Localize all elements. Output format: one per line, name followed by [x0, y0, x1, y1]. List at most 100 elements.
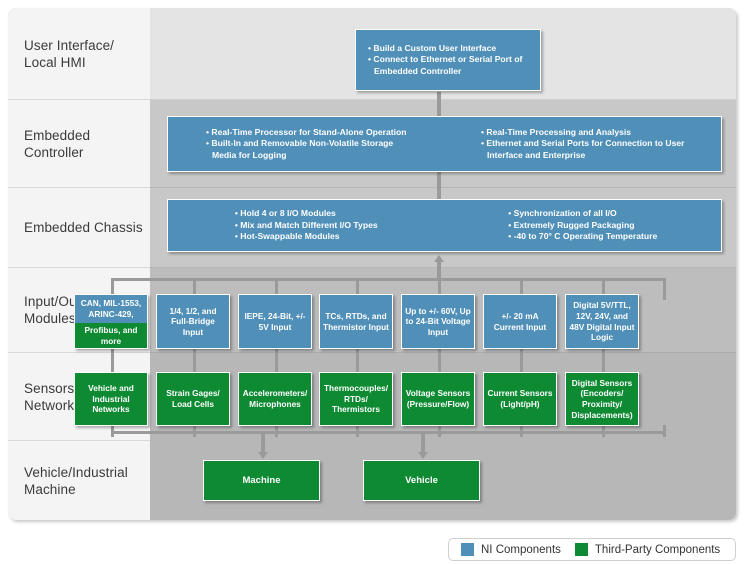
user-interface-bullet-1: Build a Custom User Interface — [368, 43, 528, 54]
sensor-strain-gages[interactable]: Strain Gages/ Load Cells — [156, 372, 230, 426]
vehicle-box-label: Vehicle — [405, 475, 438, 486]
io-module-can[interactable]: CAN, MIL-1553, ARINC-429, Profibus, and … — [74, 294, 148, 349]
legend-label-third-party: Third-Party Components — [594, 543, 721, 556]
ch-right-bullet-2: Extremely Rugged Packaging — [508, 220, 657, 231]
legend-swatch-ni-icon — [461, 543, 474, 556]
io-module-temperature[interactable]: TCs, RTDs, and Thermistor Input — [319, 294, 393, 349]
ec-right-bullet-2: Ethernet and Serial Ports for Connection… — [481, 138, 684, 149]
machine-bracket-tick-1 — [111, 425, 114, 437]
embedded-controller-left-column: Real-Time Processor for Stand-Alone Oper… — [168, 127, 445, 161]
connector-sensor-5-stem — [438, 349, 441, 373]
embedded-controller-columns: Real-Time Processor for Stand-Alone Oper… — [168, 117, 721, 171]
user-interface-bullets: Build a Custom User Interface Connect to… — [368, 43, 528, 77]
module-bracket-tick-3 — [275, 278, 278, 300]
arrow-to-vehicle — [417, 452, 428, 459]
ch-right-bullet-3: -40 to 70° C Operating Temperature — [508, 231, 658, 242]
sensor-vehicle-networks[interactable]: Vehicle and Industrial Networks — [74, 372, 148, 426]
vehicle-box[interactable]: Vehicle — [363, 460, 480, 501]
arrow-modules-to-chassis — [433, 255, 444, 262]
machine-bracket-tick-7 — [602, 425, 605, 437]
machine-bracket-tick-4 — [356, 425, 359, 437]
io-module-current-label: +/- 20 mA Current Input — [493, 310, 547, 332]
ec-right-bullet-1: Real-Time Processing and Analysis — [481, 127, 685, 138]
row-label-vehicle-machine: Vehicle/Industrial Machine — [24, 464, 128, 497]
connector-to-vehicle-stem — [421, 431, 425, 453]
connector-controller-to-chassis — [437, 171, 441, 199]
module-bracket-tick-2 — [193, 278, 196, 300]
embedded-chassis-left-column: Hold 4 or 8 I/O Modules Mix and Match Di… — [168, 208, 445, 242]
connector-sensor-1-stem — [111, 349, 114, 373]
module-bracket-tick-7 — [602, 278, 605, 300]
embedded-controller-right-column: Real-Time Processing and Analysis Ethern… — [445, 127, 722, 161]
connector-modules-to-chassis-stem — [437, 261, 441, 279]
embedded-chassis-right-bullets: Synchronization of all I/O Extremely Rug… — [508, 208, 658, 242]
io-module-can-bottom-label: Profibus, and more — [84, 324, 138, 346]
io-module-current[interactable]: +/- 20 mA Current Input — [483, 294, 557, 349]
legend-item-third-party: Third-Party Components — [574, 543, 721, 556]
machine-box[interactable]: Machine — [203, 460, 320, 501]
embedded-chassis-left-bullets: Hold 4 or 8 I/O Modules Mix and Match Di… — [235, 208, 378, 242]
module-bracket-tick-6 — [520, 278, 523, 300]
sensor-current-label: Current Sensors (Light/pH) — [487, 388, 553, 409]
io-module-can-top-label: CAN, MIL-1553, ARINC-429, — [80, 298, 142, 319]
connector-sensor-2-stem — [193, 349, 196, 373]
ec-left-bullet-1: Real-Time Processor for Stand-Alone Oper… — [206, 127, 406, 138]
embedded-chassis-columns: Hold 4 or 8 I/O Modules Mix and Match Di… — [168, 200, 721, 251]
machine-bracket-top — [111, 431, 666, 434]
sensor-voltage[interactable]: Voltage Sensors (Pressure/Flow) — [401, 372, 475, 426]
io-module-digital-label: Digital 5V/TTL, 12V, 24V, and 48V Digita… — [569, 300, 635, 343]
embedded-controller-right-bullets: Real-Time Processing and Analysis Ethern… — [481, 127, 685, 161]
machine-box-label: Machine — [242, 475, 281, 486]
io-module-bridge[interactable]: 1/4, 1/2, and Full-Bridge Input — [156, 294, 230, 349]
sensor-digital[interactable]: Digital Sensors (Encoders/ Proximity/ Di… — [565, 372, 639, 426]
machine-bracket-tick-8 — [663, 425, 666, 437]
row-label-cell-embedded-controller: Embedded Controller — [8, 100, 150, 188]
ec-left-bullet-2: Built-In and Removable Non-Volatile Stor… — [206, 138, 407, 149]
ec-left-bullet-3: Media for Logging — [211, 149, 287, 160]
embedded-chassis-box[interactable]: Hold 4 or 8 I/O Modules Mix and Match Di… — [167, 199, 722, 252]
sensor-digital-label: Digital Sensors (Encoders/ Proximity/ Di… — [571, 377, 633, 420]
sensor-vehicle-networks-label: Vehicle and Industrial Networks — [88, 383, 134, 415]
io-module-digital[interactable]: Digital 5V/TTL, 12V, 24V, and 48V Digita… — [565, 294, 639, 349]
row-label-cell-user-interface: User Interface/ Local HMI — [8, 8, 150, 100]
io-module-temperature-label: TCs, RTDs, and Thermistor Input — [323, 310, 389, 332]
io-module-voltage-label: Up to +/- 60V, Up to 24-Bit Voltage Inpu… — [405, 305, 471, 337]
row-label-cell-embedded-chassis: Embedded Chassis — [8, 188, 150, 268]
io-module-iepe-label: IEPE, 24-Bit, +/- 5V Input — [244, 310, 306, 332]
embedded-controller-left-bullets: Real-Time Processor for Stand-Alone Oper… — [206, 127, 407, 161]
sensor-thermocouples[interactable]: Thermocouples/ RTDs/ Thermistors — [319, 372, 393, 426]
arrow-to-machine — [257, 452, 268, 459]
user-interface-box[interactable]: Build a Custom User Interface Connect to… — [355, 29, 541, 91]
io-module-bridge-label: 1/4, 1/2, and Full-Bridge Input — [169, 305, 217, 337]
legend: NI Components Third-Party Components — [448, 538, 736, 561]
sensor-accelerometers[interactable]: Accelerometers/ Microphones — [238, 372, 312, 426]
row-label-embedded-controller: Embedded Controller — [24, 127, 91, 160]
sensor-current[interactable]: Current Sensors (Light/pH) — [483, 372, 557, 426]
connector-ui-to-controller — [437, 92, 441, 116]
io-module-can-bottom: Profibus, and more — [75, 323, 147, 348]
row-label-cell-vehicle-machine: Vehicle/Industrial Machine — [8, 441, 150, 520]
io-module-can-top: CAN, MIL-1553, ARINC-429, — [75, 295, 147, 323]
module-bracket-tick-4 — [356, 278, 359, 300]
connector-to-machine-stem — [261, 431, 265, 453]
machine-bracket-tick-5 — [438, 425, 441, 437]
module-bracket-tick-8 — [663, 278, 666, 300]
embedded-chassis-right-column: Synchronization of all I/O Extremely Rug… — [445, 208, 722, 242]
sensor-voltage-label: Voltage Sensors (Pressure/Flow) — [405, 388, 471, 409]
connector-sensor-6-stem — [520, 349, 523, 373]
io-module-iepe[interactable]: IEPE, 24-Bit, +/- 5V Input — [238, 294, 312, 349]
module-bracket-tick-5 — [438, 278, 441, 300]
io-module-voltage[interactable]: Up to +/- 60V, Up to 24-Bit Voltage Inpu… — [401, 294, 475, 349]
row-label-embedded-chassis: Embedded Chassis — [24, 220, 143, 235]
user-interface-bullet-2: Connect to Ethernet or Serial Port of — [368, 54, 528, 65]
machine-bracket-tick-6 — [520, 425, 523, 437]
embedded-controller-box[interactable]: Real-Time Processor for Stand-Alone Oper… — [167, 116, 722, 172]
ch-left-bullet-3: Hot-Swappable Modules — [235, 231, 378, 242]
sensor-accelerometers-label: Accelerometers/ Microphones — [242, 388, 308, 409]
diagram-frame: User Interface/ Local HMI Embedded Contr… — [8, 8, 736, 520]
legend-swatch-third-party-icon — [574, 543, 588, 556]
ch-left-bullet-1: Hold 4 or 8 I/O Modules — [235, 208, 378, 219]
connector-sensor-4-stem — [356, 349, 359, 373]
machine-bracket-tick-2 — [193, 425, 196, 437]
